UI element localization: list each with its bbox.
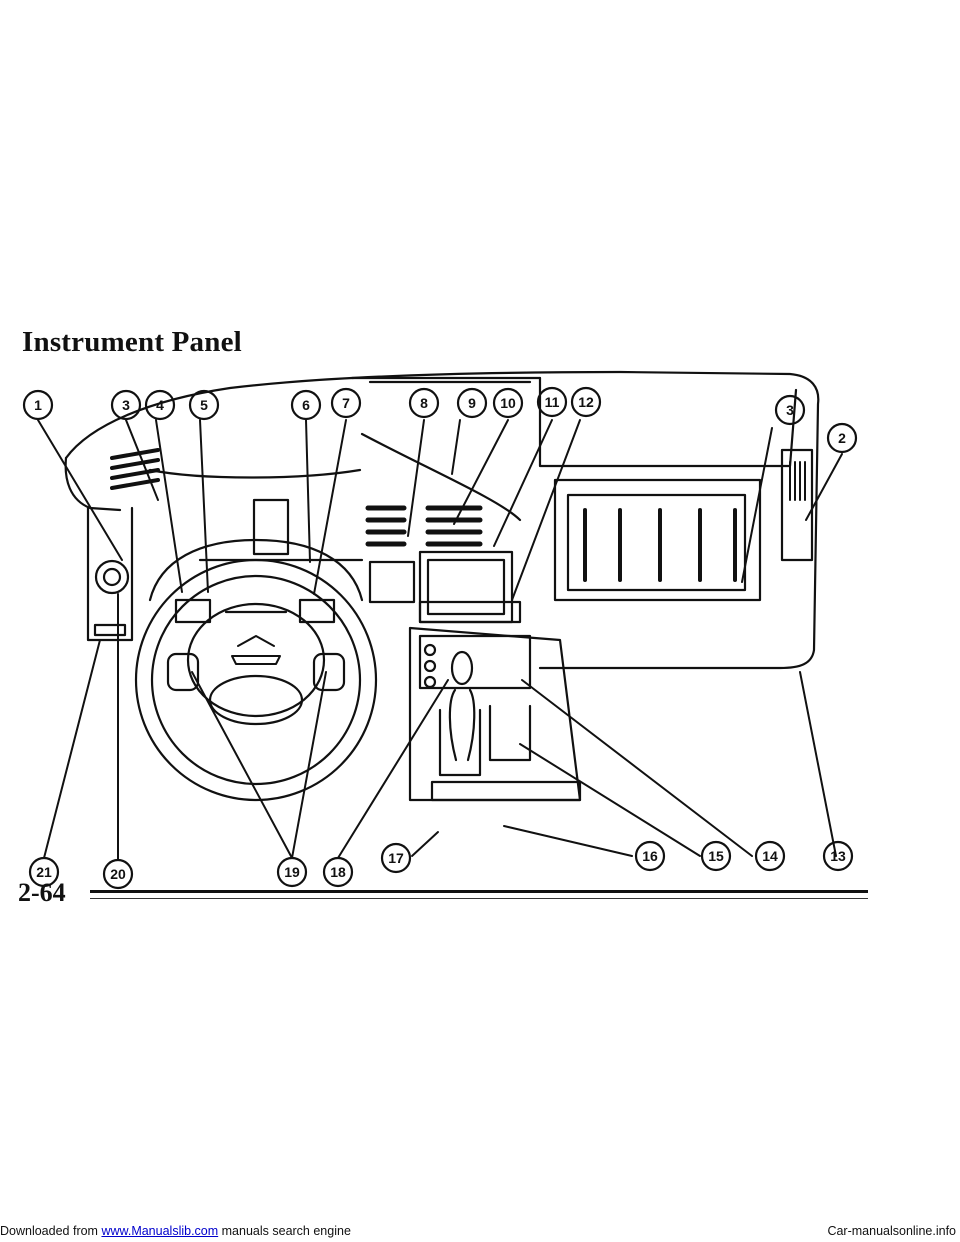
callout-label: 7: [342, 395, 350, 411]
callout-label: 16: [642, 848, 658, 864]
page-number: 2-64: [18, 878, 66, 907]
callout-12: 12: [570, 386, 602, 418]
footer-prefix: Downloaded from: [0, 1224, 102, 1238]
callout-18: 18: [322, 856, 354, 888]
callout-label: 5: [200, 397, 208, 413]
callout-17: 17: [380, 842, 412, 874]
callout-6: 6: [290, 389, 322, 421]
callout-label: 2: [838, 430, 846, 446]
callout-label: 21: [36, 864, 52, 880]
callout-label: 3: [122, 397, 130, 413]
callout-2: 2: [826, 422, 858, 454]
callout-label: 9: [468, 395, 476, 411]
manualslib-link[interactable]: www.Manualslib.com: [101, 1224, 219, 1238]
callout-9: 9: [456, 387, 488, 419]
callout-label: 11: [545, 394, 560, 410]
callouts: 1 3 4 5 6 7 8 9 10 11 12 3 2 21 20 19 18…: [22, 386, 858, 890]
center-console: [408, 626, 582, 802]
callout-label: 4: [156, 397, 164, 413]
callout-label: 13: [830, 848, 846, 864]
callout-1: 1: [22, 389, 54, 421]
callout-label: 3: [786, 402, 794, 418]
callout-13: 13: [822, 840, 854, 872]
callout-label: 8: [420, 395, 428, 411]
footer-suffix: manuals search engine: [218, 1224, 351, 1238]
callout-label: 14: [762, 848, 778, 864]
callout-label: 10: [500, 395, 516, 411]
right-vent: [583, 508, 737, 582]
callout-label: 19: [284, 864, 300, 880]
callout-10: 10: [492, 387, 524, 419]
callout-19: 19: [276, 856, 308, 888]
callout-label: 12: [578, 394, 594, 410]
callout-label: 15: [708, 848, 724, 864]
callout-3-left: 3: [110, 389, 142, 421]
callout-15: 15: [700, 840, 732, 872]
watermark-text: Car-manualsonline.info: [827, 1224, 956, 1238]
callout-14: 14: [754, 840, 786, 872]
callout-label: 20: [110, 866, 126, 882]
page-title: Instrument Panel: [22, 326, 242, 358]
footer-rule-thin: [90, 898, 868, 899]
callout-8: 8: [408, 387, 440, 419]
callout-11: 11: [536, 386, 568, 418]
callout-5: 5: [188, 389, 220, 421]
callout-3-right: 3: [774, 394, 806, 426]
steering-wheel: [134, 558, 378, 802]
center-vents: [365, 505, 483, 547]
leader-lines: [37, 419, 843, 861]
headlamp-switch: [93, 559, 130, 637]
callout-7: 7: [330, 387, 362, 419]
callout-label: 17: [388, 850, 404, 866]
callout-16: 16: [634, 840, 666, 872]
callout-label: 18: [330, 864, 346, 880]
callout-label: 6: [302, 397, 310, 413]
callout-20: 20: [102, 858, 134, 890]
callout-21: 21: [28, 856, 60, 888]
center-display: [368, 550, 522, 624]
side-vent: [789, 461, 806, 501]
callout-4: 4: [144, 389, 176, 421]
download-footer: Downloaded from www.Manualslib.com manua…: [0, 1224, 351, 1238]
callout-label: 1: [34, 397, 42, 413]
instrument-cluster: [148, 498, 364, 602]
footer-rule-thick: [90, 890, 868, 893]
